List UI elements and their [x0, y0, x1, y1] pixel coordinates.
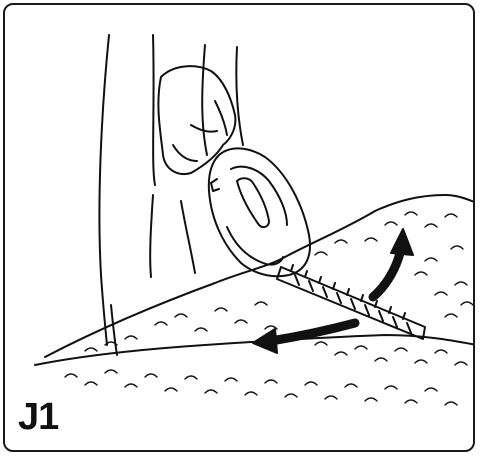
person-legs	[98, 34, 244, 356]
hedge-trimming-illustration	[34, 34, 473, 406]
arrow-up-curved-icon	[368, 228, 414, 302]
foliage-texture	[64, 211, 473, 406]
hedge-trimmer	[207, 147, 426, 340]
arrow-left-icon	[252, 318, 360, 354]
illustration-frame: J1	[3, 3, 475, 452]
gloved-hand	[157, 65, 237, 175]
figure-label: J1	[18, 396, 59, 438]
